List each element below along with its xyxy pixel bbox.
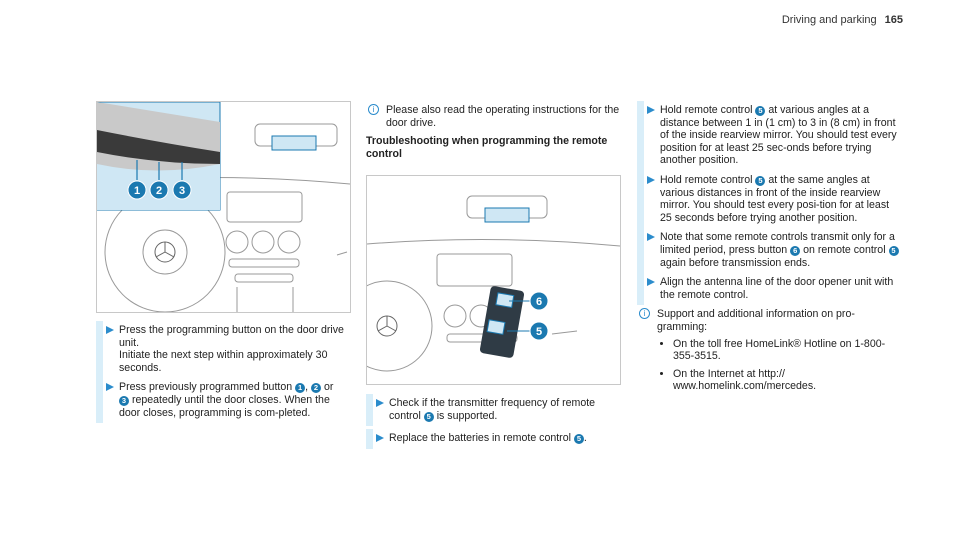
page-header: Driving and parking 165 [782, 14, 903, 26]
step-text: at various angles at a distance between … [660, 104, 897, 167]
callout-6 [529, 291, 549, 311]
callout-badge: 2 [310, 383, 321, 394]
step-text: on remote control [803, 243, 886, 256]
step: Hold remote control 5 at the same angles… [637, 170, 902, 229]
step-arrow-icon [376, 434, 384, 443]
step-text: Align the antenna line of the door opene… [660, 276, 894, 301]
step-arrow-icon [647, 278, 655, 287]
step-text: Check if the transmitter frequency of re… [389, 397, 596, 422]
info-note: i Support and additional information on p… [637, 308, 902, 393]
step: Note that some remote controls transmit … [637, 228, 902, 273]
step-text: Note that some remote controls transmit … [660, 231, 895, 256]
info-icon: i [368, 104, 379, 115]
step-text: or [323, 381, 334, 394]
step-text: When the door closes, programming is com… [119, 393, 330, 419]
dashboard-remote-illustration: 6 5 [367, 195, 620, 372]
column-3: Hold remote control 5 at various angles … [637, 101, 902, 399]
callout-badge: 5 [888, 245, 899, 256]
list-item: On the toll free HomeLink® Hotline on 1-… [673, 338, 902, 363]
callout-3-label: 3 [179, 185, 185, 197]
callout-badge: 5 [573, 434, 584, 445]
step-text: Replace the batteries in remote control [389, 432, 571, 445]
callout-2-label: 2 [156, 185, 162, 197]
list-item[interactable]: On the Internet at http:// www.homelink.… [673, 368, 902, 393]
step-text: , [305, 381, 309, 394]
column-1: Press the programming button on the door… [96, 320, 346, 426]
step: Align the antenna line of the door opene… [637, 273, 902, 306]
step-text: Initiate the next step within approximat… [119, 349, 328, 374]
support-list: On the toll free HomeLink® Hotline on 1-… [657, 338, 902, 393]
callout-badge: 5 [423, 411, 434, 422]
callout-badge: 6 [790, 245, 801, 256]
step-text: Hold remote control [660, 173, 753, 186]
step-arrow-icon [647, 233, 655, 242]
step: Check if the transmitter frequency of re… [366, 393, 621, 427]
callout-badge: 5 [755, 106, 766, 116]
step-arrow-icon [376, 399, 384, 407]
figure-mirror-buttons: 1 2 3 [96, 101, 351, 313]
info-icon: i [639, 308, 650, 320]
column-2: i Please also read the operating instruct… [366, 104, 621, 160]
callout-3 [172, 180, 192, 200]
callout-5 [529, 321, 549, 341]
info-text: Support and additional information on pr… [657, 308, 855, 333]
page-number: 165 [884, 14, 903, 26]
callout-1-label: 1 [134, 185, 140, 197]
info-note: i Please also read the operating instruct… [366, 104, 621, 129]
callout-6-label: 6 [536, 296, 542, 308]
callout-badge: 1 [295, 383, 306, 394]
step-arrow-icon [647, 175, 655, 184]
callout-badge: 5 [755, 175, 766, 186]
step: Replace the batteries in remote control … [366, 429, 621, 449]
section-title: Driving and parking [781, 14, 877, 26]
step-arrow-icon [106, 383, 114, 392]
dashboard-illustration: 1 2 3 [97, 102, 350, 312]
callout-5-label: 5 [536, 326, 542, 338]
step-text: is supported. [436, 409, 498, 422]
figure-remote-control: 6 5 [366, 175, 621, 385]
step-text: Press the programming button on the door… [119, 324, 344, 349]
info-text: Please also read the operating instructi… [386, 104, 620, 129]
step-arrow-icon [106, 326, 114, 334]
step-arrow-icon [647, 106, 655, 114]
step-text: Press previously programmed button [119, 381, 293, 394]
step-text: repeatedly until the door closes. [131, 393, 282, 406]
step: Press previously programmed button 1, 2 … [96, 378, 346, 423]
step: Press the programming button on the door… [96, 320, 346, 379]
column-2-steps: Check if the transmitter frequency of re… [366, 393, 621, 452]
callout-1 [127, 180, 147, 200]
step-text: . [583, 432, 587, 445]
callout-2 [149, 180, 169, 200]
step-text: again before transmission ends. [660, 256, 811, 269]
step-text: at the same angles at various distances … [660, 173, 890, 224]
callout-badge: 3 [119, 395, 129, 406]
step-text: Hold remote control [660, 104, 753, 116]
section-heading: Troubleshooting when programming the rem… [366, 135, 608, 160]
step: Hold remote control 5 at various angles … [637, 101, 902, 171]
